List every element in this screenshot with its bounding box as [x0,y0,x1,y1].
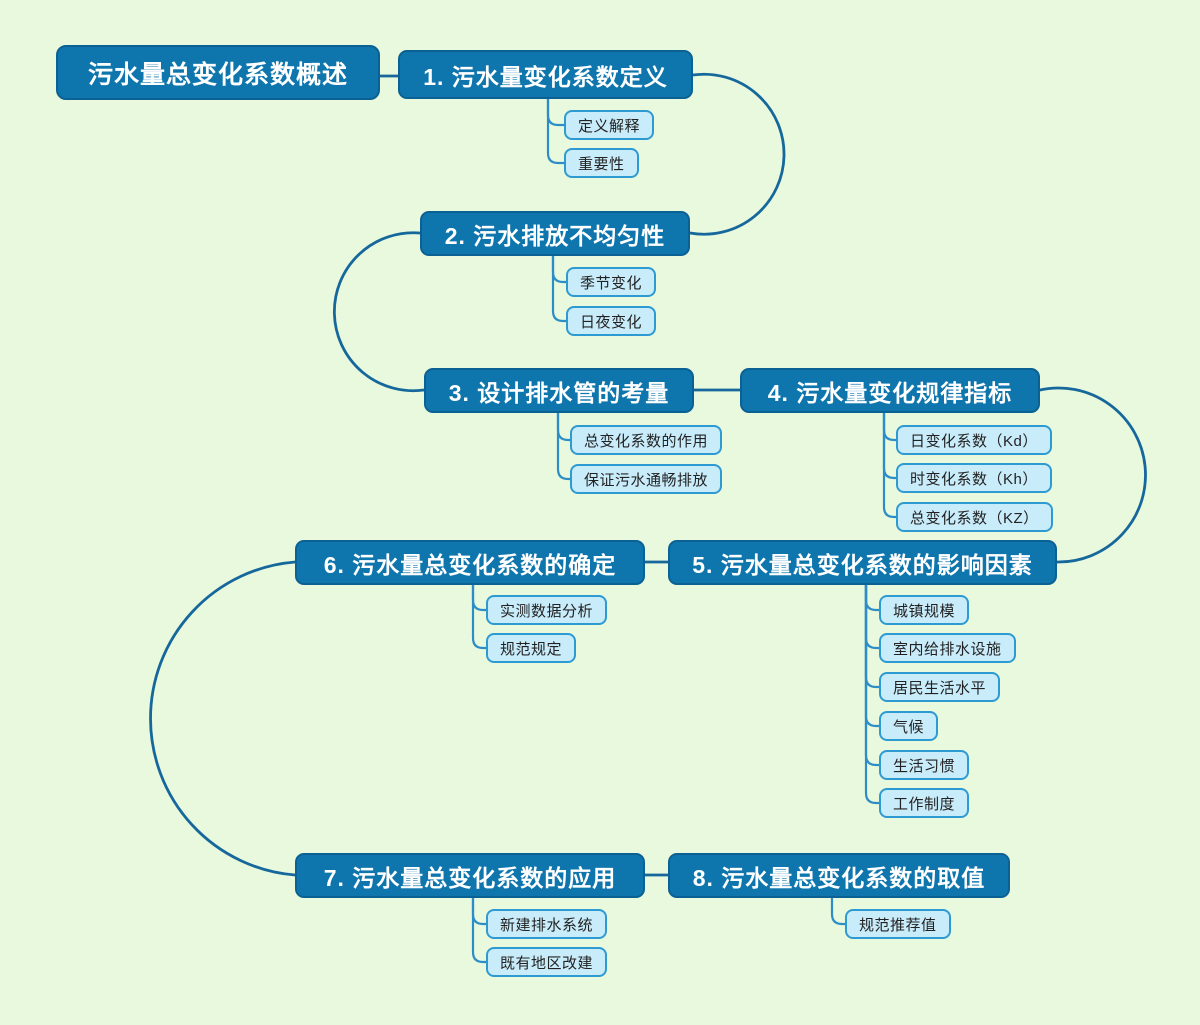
subnode-4-2[interactable]: 时变化系数（Kh） [896,463,1052,493]
stem-5-1 [864,583,881,612]
connector-1-2 [688,72,786,236]
stem-5-5 [864,583,881,767]
node-3[interactable]: 3. 设计排水管的考量 [424,368,694,413]
stem-7-1 [471,896,488,926]
stem-5-6 [864,583,881,805]
stem-4-2 [882,411,898,480]
node-2[interactable]: 2. 污水排放不均匀性 [420,211,690,256]
connector-2-3 [332,231,426,393]
stem-3-1 [556,411,572,442]
node-3-label: 3. 设计排水管的考量 [448,379,670,406]
subnode-5-3[interactable]: 居民生活水平 [879,672,1001,702]
node-7-label: 7. 污水量总变化系数的应用 [323,864,617,891]
node-8-label: 8. 污水量总变化系数的取值 [692,864,986,891]
stem-2-2 [551,254,568,323]
subnode-6-1[interactable]: 实测数据分析 [486,595,608,625]
subnode-4-3[interactable]: 总变化系数（KZ） [896,502,1053,532]
stem-6-2 [471,583,488,650]
subnode-3-1[interactable]: 总变化系数的作用 [570,425,723,455]
stem-2-1 [551,254,568,284]
stem-5-2 [864,583,881,650]
node-1[interactable]: 1. 污水量变化系数定义 [398,50,693,99]
subnode-1-1[interactable]: 定义解释 [564,110,655,140]
connector-4-5 [1038,386,1147,564]
node-7[interactable]: 7. 污水量总变化系数的应用 [295,853,645,898]
stem-4-3 [882,411,898,519]
subnode-5-5[interactable]: 生活习惯 [879,750,970,780]
subnode-7-2[interactable]: 既有地区改建 [486,947,608,977]
node-4-label: 4. 污水量变化规律指标 [767,379,1013,406]
subnode-6-2[interactable]: 规范规定 [486,633,577,663]
stem-1-1 [546,97,566,127]
node-1-label: 1. 污水量变化系数定义 [423,63,668,90]
subnode-3-2[interactable]: 保证污水通畅排放 [570,464,723,494]
subnode-5-2[interactable]: 室内给排水设施 [879,633,1016,663]
subnode-7-1[interactable]: 新建排水系统 [486,909,608,939]
stem-1-2 [546,97,566,165]
stem-3-2 [556,411,572,481]
stem-7-2 [471,896,488,964]
connector-6-7 [149,560,297,877]
node-5-label: 5. 污水量总变化系数的影响因素 [692,551,1033,578]
subnode-2-1[interactable]: 季节变化 [566,267,657,297]
subnode-2-2[interactable]: 日夜变化 [566,306,657,336]
node-6[interactable]: 6. 污水量总变化系数的确定 [295,540,645,585]
stem-4-1 [882,411,898,442]
node-5[interactable]: 5. 污水量总变化系数的影响因素 [668,540,1057,585]
node-2-label: 2. 污水排放不均匀性 [444,222,666,249]
node-4[interactable]: 4. 污水量变化规律指标 [740,368,1040,413]
stem-5-3 [864,583,881,689]
subnode-8-1[interactable]: 规范推荐值 [845,909,951,939]
stem-6-1 [471,583,488,612]
stem-8-1 [830,896,847,926]
node-root-label: 污水量总变化系数概述 [87,60,348,89]
node-6-label: 6. 污水量总变化系数的确定 [323,551,617,578]
subnode-1-2[interactable]: 重要性 [564,148,639,178]
subnode-4-1[interactable]: 日变化系数（Kd） [896,425,1052,455]
node-8[interactable]: 8. 污水量总变化系数的取值 [668,853,1010,898]
subnode-5-1[interactable]: 城镇规模 [879,595,970,625]
node-root[interactable]: 污水量总变化系数概述 [56,45,380,100]
subnode-5-6[interactable]: 工作制度 [879,788,970,818]
subnode-5-4[interactable]: 气候 [879,711,939,741]
